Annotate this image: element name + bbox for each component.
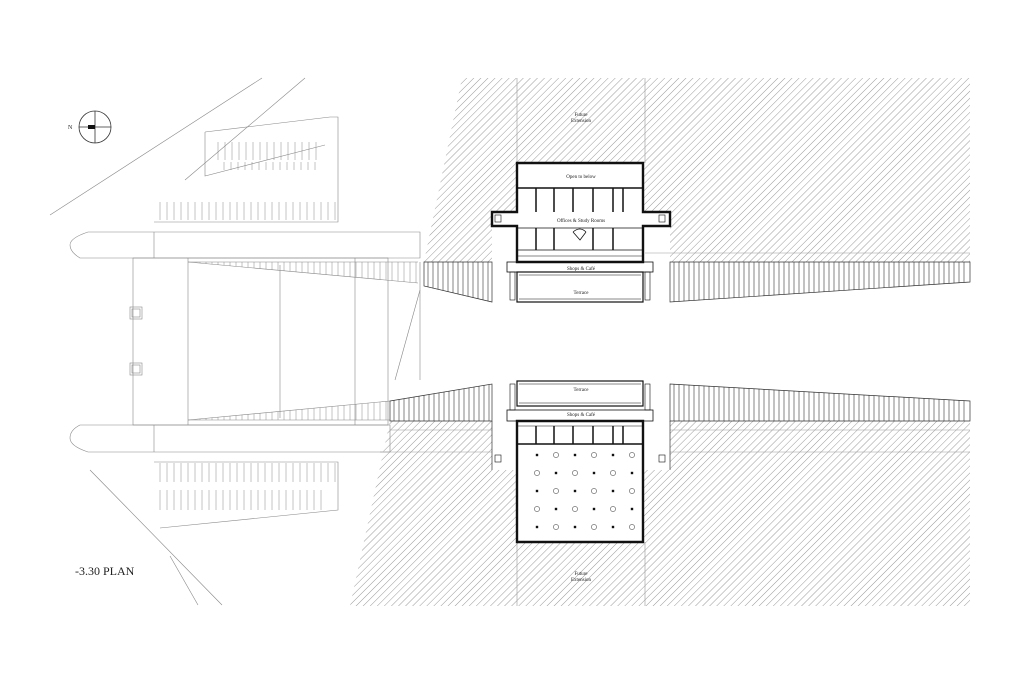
- label-shops-cafe-bottom: Shops & Café: [567, 413, 596, 418]
- ramp-upper-left: [423, 261, 493, 303]
- column-round: [591, 524, 597, 530]
- label-future-extension-top-1: Future: [574, 113, 588, 118]
- column-square: [573, 525, 577, 529]
- north-arrow-pointer: [88, 125, 95, 129]
- column-square: [535, 453, 539, 457]
- column-round: [591, 488, 597, 494]
- column-square: [535, 489, 539, 493]
- label-future-extension-top-2: Extension: [571, 119, 591, 124]
- column-square: [573, 489, 577, 493]
- column-square: [554, 507, 558, 511]
- column-square: [630, 471, 634, 475]
- upper-building: [490, 161, 672, 303]
- column-round: [572, 470, 578, 476]
- column-round: [534, 506, 540, 512]
- label-terrace-top: Terrace: [574, 291, 590, 296]
- column-round: [553, 452, 559, 458]
- column-round: [610, 506, 616, 512]
- column-square: [592, 507, 596, 511]
- ramp-lower-right: [669, 383, 971, 422]
- column-grid: [534, 452, 635, 530]
- parking-stalls: [159, 142, 417, 510]
- label-offices-study-rooms: Offices & Study Rooms: [557, 219, 605, 224]
- column-square: [611, 525, 615, 529]
- hatched-earth-mass: [350, 78, 970, 606]
- label-future-extension-bottom-1: Future: [574, 572, 588, 577]
- label-future-extension-bottom-2: Extension: [571, 578, 591, 583]
- north-label: N: [68, 125, 73, 131]
- column-square: [535, 525, 539, 529]
- north-arrow: N: [68, 110, 112, 144]
- lower-building: [491, 380, 671, 544]
- column-round: [591, 452, 597, 458]
- column-round: [553, 488, 559, 494]
- label-shops-cafe-top: Shops & Café: [567, 267, 596, 272]
- label-terrace-bottom: Terrace: [574, 388, 590, 393]
- column-square: [573, 453, 577, 457]
- ramps: [389, 261, 971, 422]
- column-round: [534, 470, 540, 476]
- column-square: [611, 453, 615, 457]
- column-round: [629, 524, 635, 530]
- column-square: [592, 471, 596, 475]
- column-square: [554, 471, 558, 475]
- ramp-lower-left: [389, 383, 493, 422]
- column-round: [629, 452, 635, 458]
- column-round: [553, 524, 559, 530]
- column-round: [572, 506, 578, 512]
- ramp-upper-right: [669, 261, 971, 303]
- site-context: [49, 77, 421, 606]
- column-square: [630, 507, 634, 511]
- column-round: [610, 470, 616, 476]
- room-labels: Future Extension Open to below Offices &…: [557, 113, 605, 583]
- stair-symbol-upper: [572, 228, 587, 241]
- column-round: [629, 488, 635, 494]
- column-square: [611, 489, 615, 493]
- plan-title: -3.30 PLAN: [75, 564, 135, 578]
- label-open-to-below: Open to below: [566, 175, 596, 180]
